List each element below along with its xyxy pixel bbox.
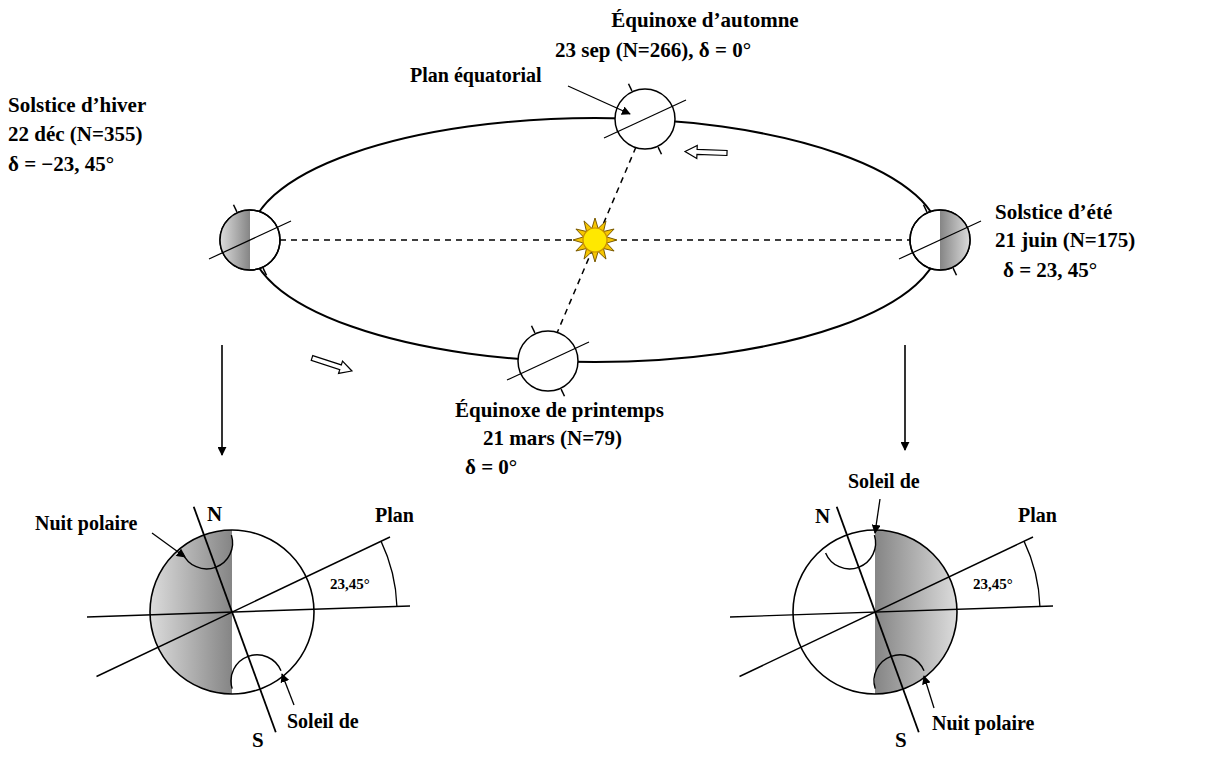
season-title: Solstice d’hiver (8, 93, 146, 117)
pole-tick (629, 84, 632, 91)
declination-label: δ = 0° (465, 455, 517, 479)
equatorial-plane-line (740, 537, 1034, 677)
angle-label: 23,45° (330, 576, 370, 593)
polar-circle-arc (183, 535, 233, 569)
date-label-box: 22 déc (N=355) (8, 122, 142, 146)
equator-line (604, 100, 686, 138)
pole-label-box: S (895, 728, 907, 752)
leader-arrow (152, 533, 185, 557)
plane-label-box: Plan (375, 504, 414, 527)
earth-spring (507, 326, 589, 397)
date-label: 21 juin (N=175) (995, 228, 1135, 252)
pole-tick (561, 389, 564, 396)
orbit-ellipse (250, 118, 940, 362)
declination-label: δ = 23, 45° (1003, 258, 1097, 282)
earth-night (940, 210, 970, 270)
sun-symbol (573, 218, 617, 262)
date-label: 21 mars (N=79) (483, 426, 622, 450)
pole-tick (924, 205, 927, 212)
plane-label: Plan équatorial (410, 64, 542, 87)
pole-tick (234, 205, 237, 212)
pole-tick (658, 147, 661, 154)
ecliptic-line (730, 606, 1053, 617)
leader-arrow (875, 499, 880, 533)
direction-arrow (310, 352, 354, 377)
declination-label-box: δ = 23, 45° (1003, 258, 1097, 282)
zone-label-box: Soleil de (848, 470, 920, 493)
equinox-line (557, 147, 636, 333)
leader-arrow (282, 674, 294, 705)
season-title: Solstice d’été (995, 200, 1112, 224)
pole-label: S (895, 728, 907, 752)
pole-tick (263, 268, 266, 275)
pole-tick (532, 326, 535, 333)
date-label-box: 21 juin (N=175) (995, 228, 1135, 252)
pole-label-box: N (207, 502, 222, 526)
season-title-box: Équinoxe de printemps (455, 398, 664, 422)
equator-line (507, 342, 589, 380)
polar-circle-arc (826, 535, 876, 569)
equator-line (209, 221, 291, 259)
declination-label: δ = −23, 45° (8, 152, 114, 176)
sun-disc (583, 228, 607, 252)
date-label-box: 21 mars (N=79) (483, 426, 622, 450)
ecliptic-line (87, 606, 410, 617)
plane-label: Plan (375, 504, 414, 527)
pole-label: N (815, 504, 830, 528)
polar-circle-arc (231, 655, 281, 689)
date-label: 22 déc (N=355) (8, 122, 142, 146)
earth-winter (209, 205, 291, 276)
earth-autumn (604, 84, 686, 155)
rotation-axis (194, 507, 276, 733)
angle-arc (1024, 541, 1040, 606)
zoom-arrow (221, 345, 223, 455)
zone-label-box: Nuit polaire (35, 512, 137, 535)
season-title-box: Solstice d’hiver (8, 93, 146, 117)
season-title: Équinoxe d’automne (611, 8, 798, 32)
zone-label-box: Nuit polaire (932, 712, 1034, 735)
rotation-axis (837, 507, 919, 733)
zone-label-box: Soleil de (287, 710, 359, 733)
season-title-box: Solstice d’été (995, 200, 1112, 224)
declination-label-box: δ = 0° (465, 455, 517, 479)
date-label-box: 23 sep (N=266), δ = 0° (555, 38, 751, 62)
date-label: 23 sep (N=266), δ = 0° (555, 38, 751, 62)
leader-arrow (568, 86, 630, 114)
plane-label-box: Plan (1018, 504, 1057, 527)
equator-line (899, 221, 981, 259)
season-title: Équinoxe de printemps (455, 398, 664, 422)
angle-arc (381, 541, 397, 606)
zone-label: Soleil de (848, 470, 920, 493)
direction-arrow (685, 145, 727, 159)
declination-label-box: δ = −23, 45° (8, 152, 114, 176)
pole-label: S (252, 728, 264, 752)
zone-label: Nuit polaire (35, 512, 137, 535)
plane-label: Plan (1018, 504, 1057, 527)
polar-circle-arc (874, 655, 924, 689)
pole-label: N (207, 502, 222, 526)
equatorial-plane-line (97, 537, 391, 677)
pole-label-box: S (252, 728, 264, 752)
angle-label-box: 23,45° (973, 576, 1013, 593)
pole-label-box: N (815, 504, 830, 528)
zoom-arrow (904, 345, 906, 450)
season-title-box: Équinoxe d’automne (611, 8, 798, 32)
earth-summer (899, 205, 981, 276)
globe-summer (730, 499, 1053, 732)
zone-label: Soleil de (287, 710, 359, 733)
angle-label-box: 23,45° (330, 576, 370, 593)
sun-rays (573, 218, 617, 262)
pole-tick (953, 268, 956, 275)
plane-label-box: Plan équatorial (410, 64, 542, 87)
angle-label: 23,45° (973, 576, 1013, 593)
zone-label: Nuit polaire (932, 712, 1034, 735)
earth-night (220, 210, 250, 270)
leader-arrow (924, 676, 934, 708)
globe-winter (87, 507, 410, 733)
